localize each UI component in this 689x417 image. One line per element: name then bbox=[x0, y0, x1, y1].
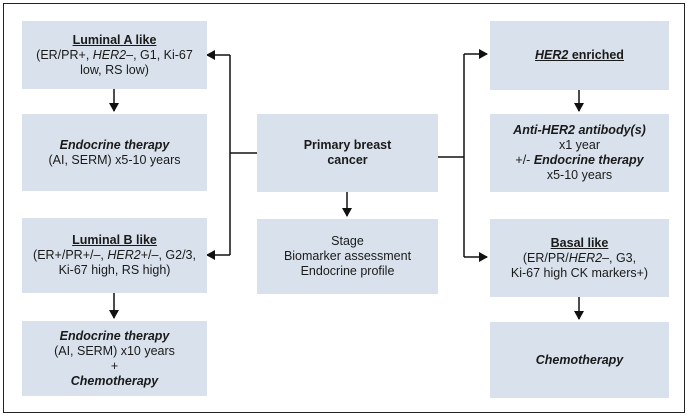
primary-cancer-box: Primary breast cancer bbox=[257, 114, 438, 192]
her2-therapy-box: Anti-HER2 antibody(s) x1 year +/- Endocr… bbox=[490, 114, 669, 192]
luminal-b-markers: (ER+/PR+/–, HER2+/–, G2/3, bbox=[33, 248, 196, 262]
stage-assessment-box: Stage Biomarker assessment Endocrine pro… bbox=[257, 219, 438, 294]
luminal-b-title: Luminal B like bbox=[72, 233, 157, 247]
primary-cancer-title-2: cancer bbox=[327, 153, 368, 167]
her2-therapy-endocrine-duration: x5-10 years bbox=[546, 168, 613, 182]
luminal-b-therapy-box: Endocrine therapy (AI, SERM) x10 years +… bbox=[22, 321, 207, 396]
stage-label: Stage bbox=[331, 234, 364, 248]
luminal-a-therapy-box: Endocrine therapy (AI, SERM) x5-10 years bbox=[22, 114, 207, 191]
luminal-b-therapy-detail: (AI, SERM) x10 years bbox=[54, 343, 175, 358]
luminal-b-box: Luminal B like (ER+/PR+/–, HER2+/–, G2/3… bbox=[22, 218, 207, 293]
luminal-a-therapy-detail: (AI, SERM) x5-10 years bbox=[48, 152, 181, 167]
diagram-frame bbox=[3, 3, 685, 413]
luminal-a-box: Luminal A like (ER/PR+, HER2–, G1, Ki-67… bbox=[22, 21, 207, 89]
her2-therapy-duration: x1 year bbox=[559, 138, 600, 152]
her2-therapy-title: Anti-HER2 antibody(s) bbox=[513, 123, 646, 137]
basal-therapy-title: Chemotherapy bbox=[535, 352, 624, 367]
luminal-b-markers-2: Ki-67 high, RS high) bbox=[58, 263, 171, 277]
basal-like-box: Basal like (ER/PR/HER2–, G3, Ki-67 high … bbox=[490, 219, 669, 297]
luminal-a-markers-2: low, RS low) bbox=[80, 62, 149, 77]
luminal-a-title: Luminal A like bbox=[72, 32, 157, 47]
luminal-b-therapy-plus: + bbox=[110, 358, 119, 373]
her2-therapy-endocrine: +/- Endocrine therapy bbox=[515, 153, 644, 167]
her2-enriched-title: HER2 enriched bbox=[535, 48, 624, 62]
luminal-a-therapy-title: Endocrine therapy bbox=[59, 137, 170, 152]
endocrine-profile-label: Endocrine profile bbox=[300, 264, 395, 278]
luminal-b-therapy-title: Endocrine therapy bbox=[59, 328, 170, 343]
luminal-a-markers: (ER/PR+, HER2–, G1, Ki-67 bbox=[36, 47, 193, 62]
biomarker-label: Biomarker assessment bbox=[283, 249, 412, 263]
her2-enriched-box: HER2 enriched bbox=[490, 21, 669, 90]
basal-like-markers-2: Ki-67 high CK markers+) bbox=[510, 265, 649, 280]
basal-like-title: Basal like bbox=[550, 235, 609, 250]
luminal-b-therapy-chemo: Chemotherapy bbox=[70, 373, 159, 388]
basal-like-markers: (ER/PR/HER2–, G3, bbox=[522, 250, 637, 265]
basal-therapy-box: Chemotherapy bbox=[490, 322, 669, 398]
primary-cancer-title-1: Primary breast bbox=[303, 138, 392, 152]
